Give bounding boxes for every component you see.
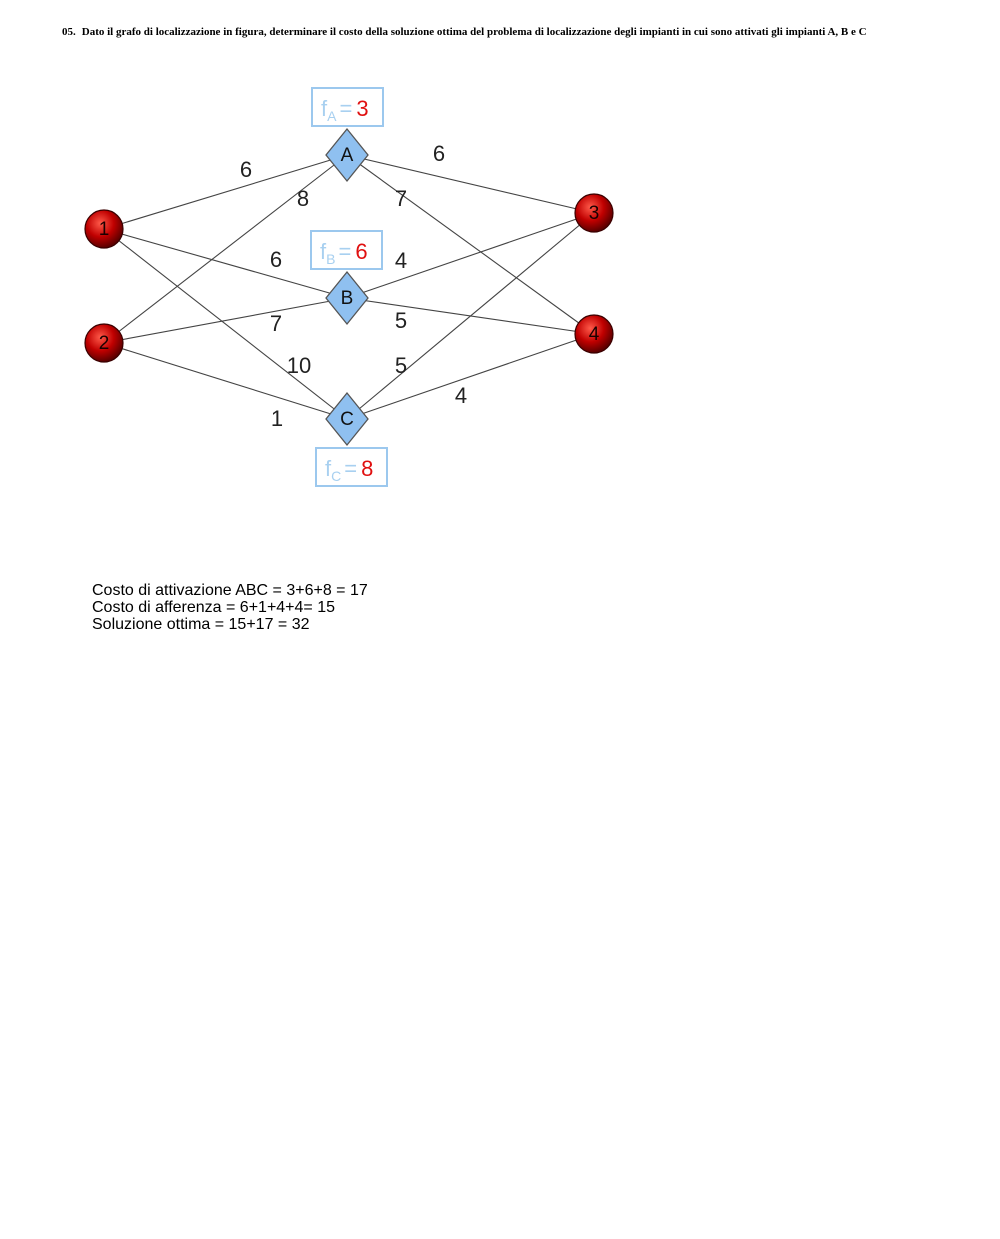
edge-2-B	[103, 297, 348, 344]
client-node-1	[84, 209, 124, 249]
cost-box-C	[315, 447, 388, 487]
client-node-2	[84, 323, 124, 363]
edge-weight-1-B: 6	[270, 247, 282, 272]
facility-cost-B: fB=6	[320, 239, 368, 267]
edge-weight-C-4: 4	[455, 383, 467, 408]
edge-weight-1-C: 10	[287, 353, 311, 378]
facility-label-B: B	[341, 288, 354, 309]
edge-C-3	[346, 212, 595, 420]
client-label-3: 3	[589, 203, 600, 224]
facility-cost-boxes: fA=3fB=6fC=8	[310, 87, 388, 487]
edge-A-3	[346, 154, 595, 214]
question-number: 05.	[62, 26, 76, 38]
facility-cost-C: fC=8	[325, 456, 373, 484]
facility-node-B	[325, 270, 369, 326]
cost-letter: f	[325, 456, 332, 481]
client-label-2: 2	[99, 333, 110, 354]
facility-node-C	[325, 391, 369, 447]
client-node-3	[574, 193, 614, 233]
edge-1-C	[103, 228, 348, 420]
edge-2-A	[103, 154, 348, 344]
facility-label-C: C	[340, 409, 354, 430]
answer-assignment-cost: Costo di afferenza = 6+1+4+4= 15	[92, 599, 336, 616]
edge-2-C	[103, 342, 348, 420]
edge-A-4	[346, 154, 595, 335]
cost-box-B	[310, 230, 383, 270]
cost-subscript: C	[331, 468, 341, 484]
edge-weight-A-3: 6	[433, 141, 445, 166]
facility-label-A: A	[341, 145, 354, 166]
answer-activation-cost: Costo di attivazione ABC = 3+6+8 = 17	[92, 582, 368, 599]
edge-B-3	[346, 212, 595, 299]
facility-node-A	[325, 127, 369, 183]
answer-block: Costo di attivazione ABC = 3+6+8 = 17 Co…	[92, 582, 368, 633]
question-text: 05. Dato il grafo di localizzazione in fi…	[62, 26, 922, 39]
cost-equals: =	[344, 456, 357, 481]
cost-value: 6	[355, 239, 367, 264]
cost-equals: =	[339, 96, 352, 121]
client-label-4: 4	[589, 324, 600, 345]
cost-subscript: A	[327, 108, 337, 124]
graph-edge-labels: 6 6 10 8 7 1 6 7 4 5 5 4	[240, 141, 467, 431]
edge-C-4	[346, 333, 595, 420]
question-body: Dato il grafo di localizzazione in figur…	[81, 26, 867, 38]
client-label-1: 1	[99, 219, 110, 240]
edge-1-B	[103, 228, 348, 299]
edge-weight-C-3: 5	[395, 353, 407, 378]
graph-nodes: 1 2 3 4 A B C	[84, 127, 614, 447]
facility-cost-A: fA=3	[321, 96, 369, 124]
edge-1-A	[103, 154, 348, 230]
client-node-4	[574, 314, 614, 354]
cost-box-A	[311, 87, 384, 127]
cost-letter: f	[320, 239, 327, 264]
cost-letter: f	[321, 96, 328, 121]
cost-value: 3	[356, 96, 368, 121]
cost-equals: =	[338, 239, 351, 264]
graph-edges	[103, 154, 595, 420]
edge-weight-2-A: 8	[297, 186, 309, 211]
edge-weight-1-A: 6	[240, 157, 252, 182]
edge-weight-2-C: 1	[271, 406, 283, 431]
edge-weight-2-B: 7	[270, 311, 282, 336]
cost-subscript: B	[326, 251, 335, 267]
edge-weight-A-4: 7	[395, 186, 407, 211]
edge-weight-B-4: 5	[395, 308, 407, 333]
answer-optimal-solution: Soluzione ottima = 15+17 = 32	[92, 616, 310, 633]
edge-weight-B-3: 4	[395, 248, 407, 273]
cost-value: 8	[361, 456, 373, 481]
